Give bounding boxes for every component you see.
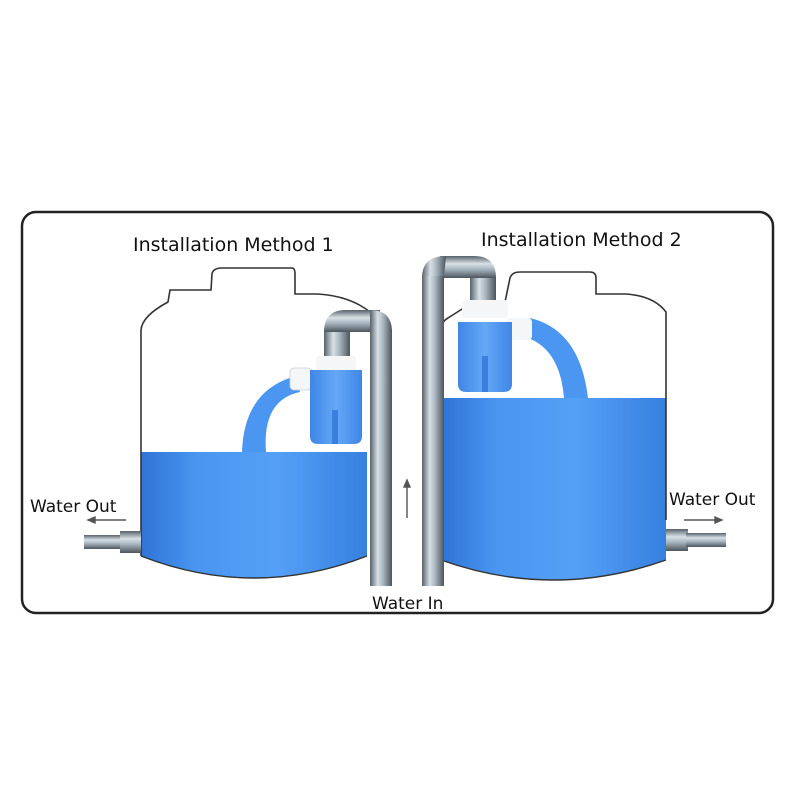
valve-connector-2 <box>470 276 496 300</box>
arrow-right-icon <box>684 515 724 525</box>
arrow-up-icon <box>402 478 412 518</box>
method-2-title: Installation Method 2 <box>481 229 682 251</box>
float-valve-1 <box>310 370 362 444</box>
water-out-label-1: Water Out <box>30 497 117 517</box>
tank-outline-1 <box>140 267 371 556</box>
tank-method-2 <box>422 256 726 586</box>
valve-outlet-fitting-2 <box>506 318 532 340</box>
valve-hose-2 <box>528 318 588 398</box>
inlet-pipe-elbow-1 <box>324 310 380 332</box>
tank-outline-2 <box>440 271 667 560</box>
valve-cap-2 <box>462 300 508 318</box>
inlet-pipe-2 <box>422 276 444 586</box>
outlet-pipe-1 <box>84 535 124 549</box>
valve-cap-1 <box>316 356 356 372</box>
valve-hose-1 <box>242 376 300 452</box>
tank-method-1 <box>84 267 392 586</box>
water-in-label: Water In <box>372 594 443 614</box>
valve-connector-1 <box>324 330 350 356</box>
inlet-pipe-elbow-2 <box>440 256 496 278</box>
method-1-title: Installation Method 1 <box>133 234 334 256</box>
outlet-fitting-2 <box>666 529 688 551</box>
water-fill-2 <box>441 398 666 580</box>
arrow-left-icon <box>86 515 126 525</box>
valve-inlet-fitting-1 <box>289 367 313 391</box>
water-out-label-2: Water Out <box>669 490 756 510</box>
inlet-pipe-1 <box>370 330 392 586</box>
outlet-pipe-2 <box>686 533 726 547</box>
water-fill-1 <box>141 452 367 578</box>
